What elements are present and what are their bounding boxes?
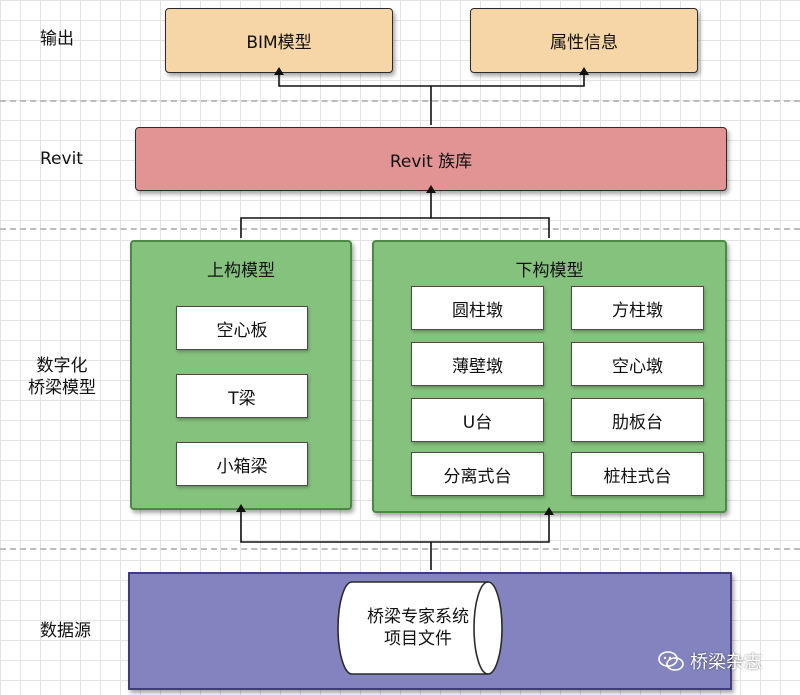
separated-abutment-item[interactable]: 分离式台 bbox=[411, 452, 544, 496]
layer-label-digital-model: 数字化 桥梁模型 bbox=[28, 356, 96, 398]
arrow-to-bim-model bbox=[274, 67, 431, 87]
layer-label-data-source: 数据源 bbox=[40, 621, 91, 641]
lower-structure-group[interactable]: 下构模型 圆柱墩 方柱墩 薄壁墩 空心墩 U台 肋板台 分离式台 桩柱式台 bbox=[372, 240, 727, 513]
rib-plate-abutment-item[interactable]: 肋板台 bbox=[571, 398, 704, 442]
square-pier-item[interactable]: 方柱墩 bbox=[571, 286, 704, 330]
project-file-cylinder[interactable] bbox=[337, 581, 503, 675]
divider-revit-digital bbox=[0, 228, 800, 230]
arrow-to-lower-group bbox=[431, 507, 554, 543]
upper-structure-title: 上构模型 bbox=[207, 261, 275, 281]
wechat-icon bbox=[658, 651, 684, 671]
attribute-info-node[interactable]: 属性信息 bbox=[470, 8, 698, 73]
layer-label-output: 输出 bbox=[40, 29, 74, 49]
small-box-girder-item[interactable]: 小箱梁 bbox=[176, 442, 308, 486]
watermark: 桥梁杂志 bbox=[658, 648, 762, 674]
watermark-text: 桥梁杂志 bbox=[690, 652, 762, 673]
arrow-to-upper-group bbox=[236, 504, 431, 543]
divider-digital-source bbox=[0, 548, 800, 550]
hollow-slab-item[interactable]: 空心板 bbox=[176, 306, 308, 350]
arrow-upper-group-link bbox=[240, 217, 431, 238]
pile-column-abutment-item[interactable]: 桩柱式台 bbox=[571, 452, 704, 496]
hollow-pier-item[interactable]: 空心墩 bbox=[571, 342, 704, 386]
bim-model-node[interactable]: BIM模型 bbox=[165, 8, 393, 73]
lower-structure-title: 下构模型 bbox=[515, 261, 584, 281]
upper-structure-group[interactable]: 上构模型 空心板 T梁 小箱梁 bbox=[130, 240, 352, 510]
divider-output-revit bbox=[0, 100, 800, 102]
layer-label-revit: Revit bbox=[40, 149, 83, 169]
arrow-to-attribute-info bbox=[431, 67, 589, 87]
t-beam-item[interactable]: T梁 bbox=[176, 374, 308, 418]
project-file-label: 桥梁专家系统 项目文件 bbox=[367, 607, 469, 649]
thin-wall-pier-item[interactable]: 薄壁墩 bbox=[411, 342, 544, 386]
round-pier-item[interactable]: 圆柱墩 bbox=[411, 286, 544, 330]
arrow-lower-group-link bbox=[431, 217, 550, 238]
u-abutment-item[interactable]: U台 bbox=[411, 398, 544, 442]
revit-family-library-node[interactable]: Revit 族库 bbox=[135, 127, 727, 191]
